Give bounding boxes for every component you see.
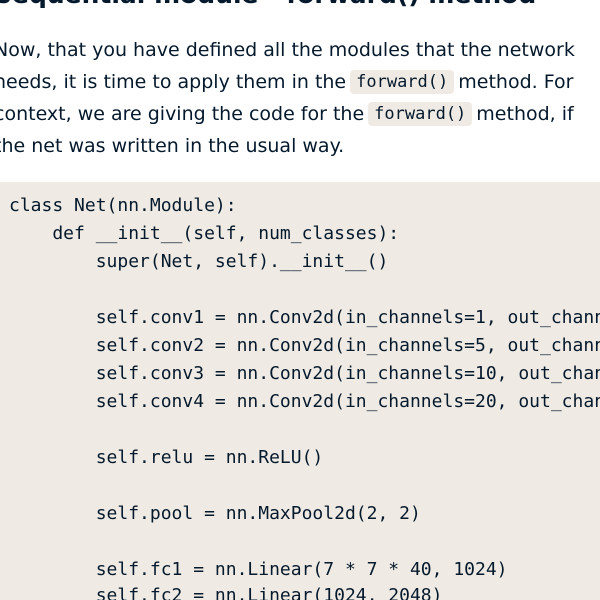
code-line: self.conv1 = nn.Conv2d(in_channels=1, ou… bbox=[95, 307, 600, 328]
inline-code-forward: forward() bbox=[368, 102, 473, 126]
intro-paragraph: Now, that you have defined all the modul… bbox=[0, 34, 600, 162]
code-line: self.conv4 = nn.Conv2d(in_channels=20, o… bbox=[95, 391, 600, 412]
paragraph-line-1: Now, that you have defined all the modul… bbox=[0, 34, 600, 66]
paragraph-text: the net was written in the usual way. bbox=[0, 135, 345, 157]
code-block[interactable]: class Net(nn.Module): def __init__(self,… bbox=[0, 182, 600, 600]
code-line: super(Net, self).__init__() bbox=[9, 251, 389, 272]
paragraph-text: needs, it is time to apply them in the bbox=[0, 71, 347, 93]
paragraph-line-4: the net was written in the usual way. bbox=[0, 130, 600, 162]
code-line: self.fc2 = nn.Linear(1024, 2048) bbox=[9, 585, 443, 600]
code-line: def __init__(self, num_classes): bbox=[9, 223, 400, 244]
code-line: self.conv2 = nn.Conv2d(in_channels=5, ou… bbox=[95, 335, 600, 356]
code-line: self.fc1 = nn.Linear(7 * 7 * 40, 1024) bbox=[9, 559, 508, 580]
code-line: self.relu = nn.ReLU() bbox=[9, 447, 324, 468]
section-heading: Sequential module - forward() method bbox=[0, 0, 536, 10]
paragraph-text: method. For bbox=[458, 71, 574, 93]
code-line: self.conv3 = nn.Conv2d(in_channels=10, o… bbox=[95, 363, 600, 384]
code-line: self.pool = nn.MaxPool2d(2, 2) bbox=[9, 503, 421, 524]
inline-code-forward: forward() bbox=[350, 70, 455, 94]
paragraph-text: method, if bbox=[476, 103, 574, 125]
code-line: class Net(nn.Module): bbox=[9, 195, 237, 216]
paragraph-text: context, we are giving the code for the bbox=[0, 103, 365, 125]
paragraph-text: Now, that you have defined all the modul… bbox=[0, 39, 575, 61]
